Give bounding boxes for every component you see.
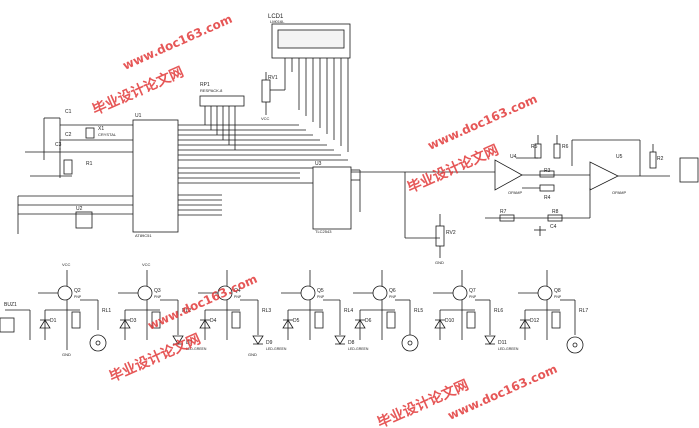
vcc-label-2: VCC [142, 262, 151, 267]
wiring [0, 23, 699, 340]
q6-type: PNP [389, 295, 397, 299]
watermark-cn-2: 毕业设计论文网 [405, 141, 501, 196]
cap-c1: C1 [65, 109, 72, 115]
q2-label: Q2 [74, 288, 81, 294]
q4-type: PNP [234, 295, 242, 299]
res-r8: R8 [552, 209, 559, 215]
relay-rl7: RL7 [579, 308, 588, 314]
watermark-url-2: www.doc163.com [426, 92, 540, 153]
q4-label: Q4 [234, 288, 241, 294]
cap-c2: C2 [65, 132, 72, 138]
q3-label: Q3 [154, 288, 161, 294]
rp-part: RESPACK-8 [200, 88, 223, 93]
led-d7: D7 [186, 340, 193, 346]
res-r6: R6 [562, 144, 569, 150]
opamp-u5: U5 [616, 154, 623, 160]
q2-type: PNP [74, 295, 82, 299]
relay-rl4: RL4 [344, 308, 353, 314]
led-d7-type: LED-GREEN [186, 347, 207, 351]
reset-resistor: R1 [86, 161, 93, 167]
gnd-label-3: GND [435, 260, 444, 265]
q5-type: PNP [317, 295, 325, 299]
opamp-u4: U4 [510, 154, 517, 160]
u1-body [132, 119, 179, 233]
gnd-label-1: GND [62, 352, 71, 357]
stage-6 [433, 270, 496, 345]
relay-rl1: RL1 [102, 308, 111, 314]
diode-d5: D5 [293, 318, 300, 324]
led-d11-type: LED-GREEN [498, 347, 519, 351]
opamp-u4-part: OPAMP [508, 190, 522, 195]
q5-label: Q5 [317, 288, 324, 294]
cap-c4: C4 [550, 224, 557, 230]
watermarks: 毕业设计论文网 www.doc163.com 毕业设计论文网 www.doc16… [90, 12, 560, 428]
adc-part: TLC2543 [315, 229, 332, 234]
diode-d3: D3 [130, 318, 137, 324]
stage-1 [38, 270, 107, 352]
diode-d10: D10 [445, 318, 454, 324]
relay-rl3: RL3 [262, 308, 271, 314]
stage-7 [518, 270, 584, 354]
mcu-ref: U1 [135, 113, 142, 119]
u3-body [312, 166, 352, 230]
lcd-body [271, 23, 351, 59]
q8-type: PNP [554, 295, 562, 299]
vcc-label-1: VCC [62, 262, 71, 267]
q6-label: Q6 [389, 288, 396, 294]
cap-c3: C3 [55, 142, 62, 148]
stage-5 [353, 270, 419, 352]
led-d9: D9 [266, 340, 273, 346]
watermark-cn-1: 毕业设计论文网 [90, 63, 186, 118]
stage-4 [281, 270, 346, 345]
vcc-label-3: VCC [261, 116, 270, 121]
q8-label: Q8 [554, 288, 561, 294]
led-d8: D8 [348, 340, 355, 346]
relay-rl2: RL2 [182, 308, 191, 314]
relay-rl5: RL5 [414, 308, 423, 314]
opamp-u5-part: OPAMP [612, 190, 626, 195]
res-r7: R7 [500, 209, 507, 215]
lcd-part: LM016L [270, 19, 285, 24]
crystal-part: CRYSTAL [98, 132, 117, 137]
res-r2: R2 [657, 156, 664, 162]
lcd-ref: LCD1 [268, 14, 284, 20]
relay-driver-stages [38, 270, 584, 354]
res-r5: R5 [531, 144, 538, 150]
relay-rl6: RL6 [494, 308, 503, 314]
mcu-part: AT89C51 [135, 233, 152, 238]
rtc-label: U2 [76, 206, 83, 212]
led-d11: D11 [498, 340, 507, 346]
diode-d12: D12 [530, 318, 539, 324]
rv1-label: RV1 [268, 75, 278, 81]
led-d8-type: LED-GREEN [348, 347, 369, 351]
diode-d6: D6 [365, 318, 372, 324]
component-labels: LCD1 LM016L U1 AT89C51 X1 CRYSTAL C1 C2 … [4, 14, 664, 357]
crystal-ref: X1 [98, 126, 104, 132]
diode-d4: D4 [210, 318, 217, 324]
rv2-label: RV2 [446, 230, 456, 236]
q7-label: Q7 [469, 288, 476, 294]
q3-type: PNP [154, 295, 162, 299]
gnd-label-2: GND [248, 352, 257, 357]
diode-d1: D1 [50, 318, 57, 324]
stage-3 [198, 270, 264, 345]
adc-ref: U3 [315, 161, 322, 167]
rp-ref: RP1 [200, 82, 210, 88]
res-r4: R4 [544, 195, 551, 201]
buzzer-label: BUZ1 [4, 302, 17, 308]
res-r3: R3 [544, 168, 551, 174]
stage-2 [118, 270, 184, 345]
led-d9-type: LED-GREEN [266, 347, 287, 351]
watermark-url-1: www.doc163.com [121, 12, 235, 73]
q7-type: PNP [469, 295, 477, 299]
watermark-cn-3: 毕业设计论文网 [107, 330, 203, 385]
